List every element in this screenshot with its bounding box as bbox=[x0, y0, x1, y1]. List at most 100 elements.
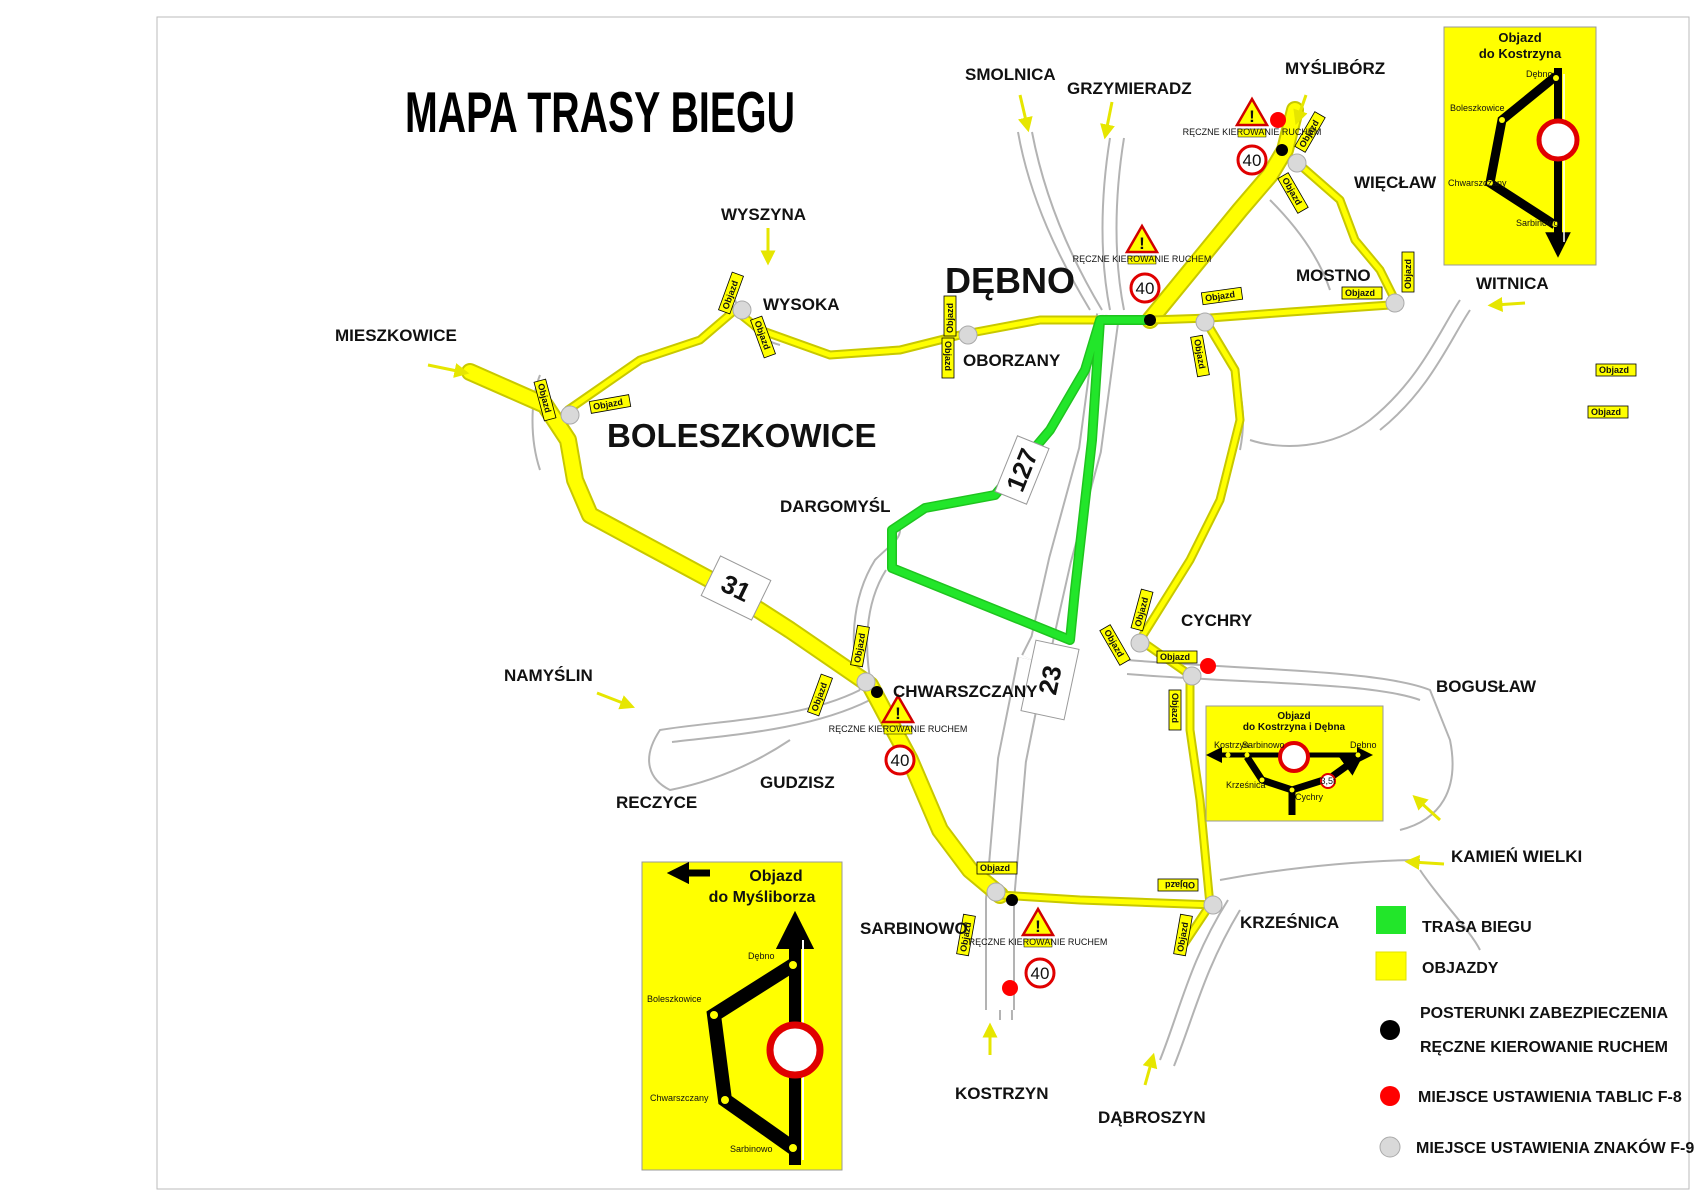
warning-sign: ! RĘCZNE KIEROWANIE RUCHEM bbox=[969, 906, 1108, 948]
security-posts bbox=[871, 144, 1288, 906]
place-chwarszczany: CHWARSZCZANY bbox=[893, 682, 1038, 701]
map-title: MAPA TRASY BIEGU bbox=[405, 81, 795, 145]
place-dabroszyn: DĄBROSZYN bbox=[1098, 1108, 1206, 1127]
place-debno: DĘBNO bbox=[945, 260, 1075, 301]
place-boguslaw: BOGUSŁAW bbox=[1436, 677, 1537, 696]
detour-sign: Objazd bbox=[850, 624, 870, 668]
road-number-31: 31 bbox=[700, 555, 772, 621]
svg-text:Objazd: Objazd bbox=[1277, 711, 1310, 722]
svg-text:Sarbinowo: Sarbinowo bbox=[1516, 218, 1559, 228]
svg-text:Objazd: Objazd bbox=[1204, 289, 1235, 303]
detour-sign: Objazd bbox=[1157, 878, 1199, 892]
legend-post-marker bbox=[1380, 1020, 1400, 1040]
svg-text:Objazd: Objazd bbox=[1498, 30, 1541, 45]
svg-text:!: ! bbox=[895, 704, 901, 723]
svg-text:Objazd: Objazd bbox=[1160, 652, 1190, 662]
place-smolnica: SMOLNICA bbox=[965, 65, 1056, 84]
svg-text:40: 40 bbox=[1243, 151, 1262, 170]
place-wieclaw: WIĘCŁAW bbox=[1354, 173, 1437, 192]
detour-signs: Objazd Objazd Objazd Objazd Objazd Objaz… bbox=[533, 111, 1637, 957]
svg-text:Sarbinowo: Sarbinowo bbox=[730, 1144, 773, 1154]
place-grzymieradz: GRZYMIERADZ bbox=[1067, 79, 1192, 98]
detour-sign: Objazd bbox=[1168, 689, 1182, 731]
svg-text:Dębno: Dębno bbox=[1526, 69, 1553, 79]
warning-sign: ! RĘCZNE KIEROWANIE RUCHEM bbox=[829, 693, 967, 735]
svg-text:3,5t: 3,5t bbox=[1320, 776, 1336, 786]
svg-text:!: ! bbox=[1139, 234, 1145, 253]
race-route bbox=[887, 315, 1150, 645]
legend-f8-label: MIEJSCE USTAWIENIA TABLIC F-8 bbox=[1418, 1089, 1682, 1106]
svg-text:Objazd: Objazd bbox=[1591, 407, 1621, 417]
svg-text:!: ! bbox=[1035, 917, 1041, 936]
svg-text:!: ! bbox=[1249, 107, 1255, 126]
legend-f9-marker bbox=[1379, 1136, 1401, 1158]
detour-sign: Objazd bbox=[956, 913, 976, 957]
detour-sign: Objazd bbox=[1173, 913, 1193, 957]
svg-text:Boleszkowice: Boleszkowice bbox=[1450, 103, 1505, 113]
legend-f8-marker bbox=[1380, 1086, 1400, 1106]
svg-text:do Kostrzyna i Dębna: do Kostrzyna i Dębna bbox=[1243, 722, 1346, 733]
detour-sign: Objazd bbox=[1200, 286, 1244, 306]
svg-text:RĘCZNE KIEROWANIE RUCHEM: RĘCZNE KIEROWANIE RUCHEM bbox=[1183, 127, 1322, 137]
svg-text:Cychry: Cychry bbox=[1295, 792, 1324, 802]
place-kostrzyn: KOSTRZYN bbox=[955, 1084, 1049, 1103]
svg-text:Objazd: Objazd bbox=[1165, 880, 1195, 890]
svg-text:RĘCZNE KIEROWANIE RUCHEM: RĘCZNE KIEROWANIE RUCHEM bbox=[1073, 254, 1212, 264]
legend-detour-label: OBJAZDY bbox=[1422, 960, 1499, 977]
svg-text:do Kostrzyna: do Kostrzyna bbox=[1479, 46, 1562, 61]
svg-text:Objazd: Objazd bbox=[1403, 259, 1413, 289]
place-mysliborz: MYŚLIBÓRZ bbox=[1285, 59, 1385, 78]
direction-arrows bbox=[427, 94, 1526, 1086]
warning-sign: ! RĘCZNE KIEROWANIE RUCHEM bbox=[1073, 223, 1212, 265]
svg-text:40: 40 bbox=[891, 751, 910, 770]
svg-text:40: 40 bbox=[1136, 279, 1155, 298]
svg-text:Objazd: Objazd bbox=[1170, 693, 1180, 723]
detour-sign: Objazd bbox=[1156, 650, 1198, 664]
warning-sign: ! RĘCZNE KIEROWANIE RUCHEM bbox=[1183, 96, 1322, 138]
inset-detour-kostrzyn-debno: Objazd do Kostrzyna i Dębna 3,5t Kostrzy… bbox=[1205, 705, 1384, 822]
svg-text:do Myśliborza: do Myśliborza bbox=[709, 889, 816, 906]
svg-text:Objazd: Objazd bbox=[749, 868, 802, 885]
svg-text:Objazd: Objazd bbox=[1599, 365, 1629, 375]
svg-text:Objazd: Objazd bbox=[980, 863, 1010, 873]
place-labels: SMOLNICA GRZYMIERADZ MYŚLIBÓRZ WYSZYNA W… bbox=[335, 59, 1582, 1127]
place-oborzany: OBORZANY bbox=[963, 351, 1061, 370]
speed-limit-sign: 40 bbox=[1129, 272, 1161, 304]
svg-text:RĘCZNE KIEROWANIE RUCHEM: RĘCZNE KIEROWANIE RUCHEM bbox=[969, 937, 1108, 947]
legend-detour-swatch bbox=[1375, 951, 1407, 981]
detour-sign: Objazd bbox=[941, 337, 955, 379]
svg-text:Chwarszczany: Chwarszczany bbox=[650, 1093, 709, 1103]
svg-text:23: 23 bbox=[1032, 663, 1067, 698]
detour-sign: Objazd bbox=[1130, 588, 1154, 632]
place-sarbinowo: SARBINOWO bbox=[860, 919, 968, 938]
place-kamien-wielki: KAMIEŃ WIELKI bbox=[1451, 847, 1582, 866]
svg-text:40: 40 bbox=[1031, 964, 1050, 983]
place-mostno: MOSTNO bbox=[1296, 266, 1371, 285]
legend-route-swatch bbox=[1376, 906, 1406, 934]
inset-detour-kostrzyn: Objazd do Kostrzyna Dębno Boleszkowice C… bbox=[1443, 26, 1597, 266]
svg-text:Chwarszczany: Chwarszczany bbox=[1448, 178, 1507, 188]
svg-text:Objazd: Objazd bbox=[1345, 288, 1375, 298]
legend-post-label-1: POSTERUNKI ZABEZPIECZENIA bbox=[1420, 1005, 1668, 1022]
place-gudzisz: GUDZISZ bbox=[760, 773, 835, 792]
place-wysoka: WYSOKA bbox=[763, 295, 840, 314]
detour-sign: Objazd bbox=[1190, 334, 1210, 378]
place-namyslin: NAMYŚLIN bbox=[504, 666, 593, 685]
svg-text:Dębno: Dębno bbox=[1350, 740, 1377, 750]
place-boleszkowice: BOLESZKOWICE bbox=[607, 417, 877, 454]
speed-limit-sign: 40 bbox=[1236, 144, 1268, 176]
svg-text:Objazd: Objazd bbox=[943, 341, 953, 371]
place-kresnica: KRZEŚNICA bbox=[1240, 913, 1339, 932]
legend-f9-label: MIEJSCE USTAWIENIA ZNAKÓW F-9 bbox=[1416, 1138, 1694, 1157]
f9-sign-locations bbox=[560, 153, 1405, 915]
speed-limit-sign: 40 bbox=[1024, 957, 1056, 989]
svg-text:Dębno: Dębno bbox=[748, 951, 775, 961]
svg-text:Objazd: Objazd bbox=[945, 303, 955, 333]
place-wyszyna: WYSZYNA bbox=[721, 205, 806, 224]
place-mieszkowice: MIESZKOWICE bbox=[335, 326, 457, 345]
legend-post-label-2: RĘCZNE KIEROWANIE RUCHEM bbox=[1420, 1039, 1668, 1056]
legend-route-label: TRASA BIEGU bbox=[1422, 919, 1532, 936]
detour-sign: Objazd bbox=[533, 378, 557, 422]
detour-sign: Objazd bbox=[1341, 286, 1383, 300]
